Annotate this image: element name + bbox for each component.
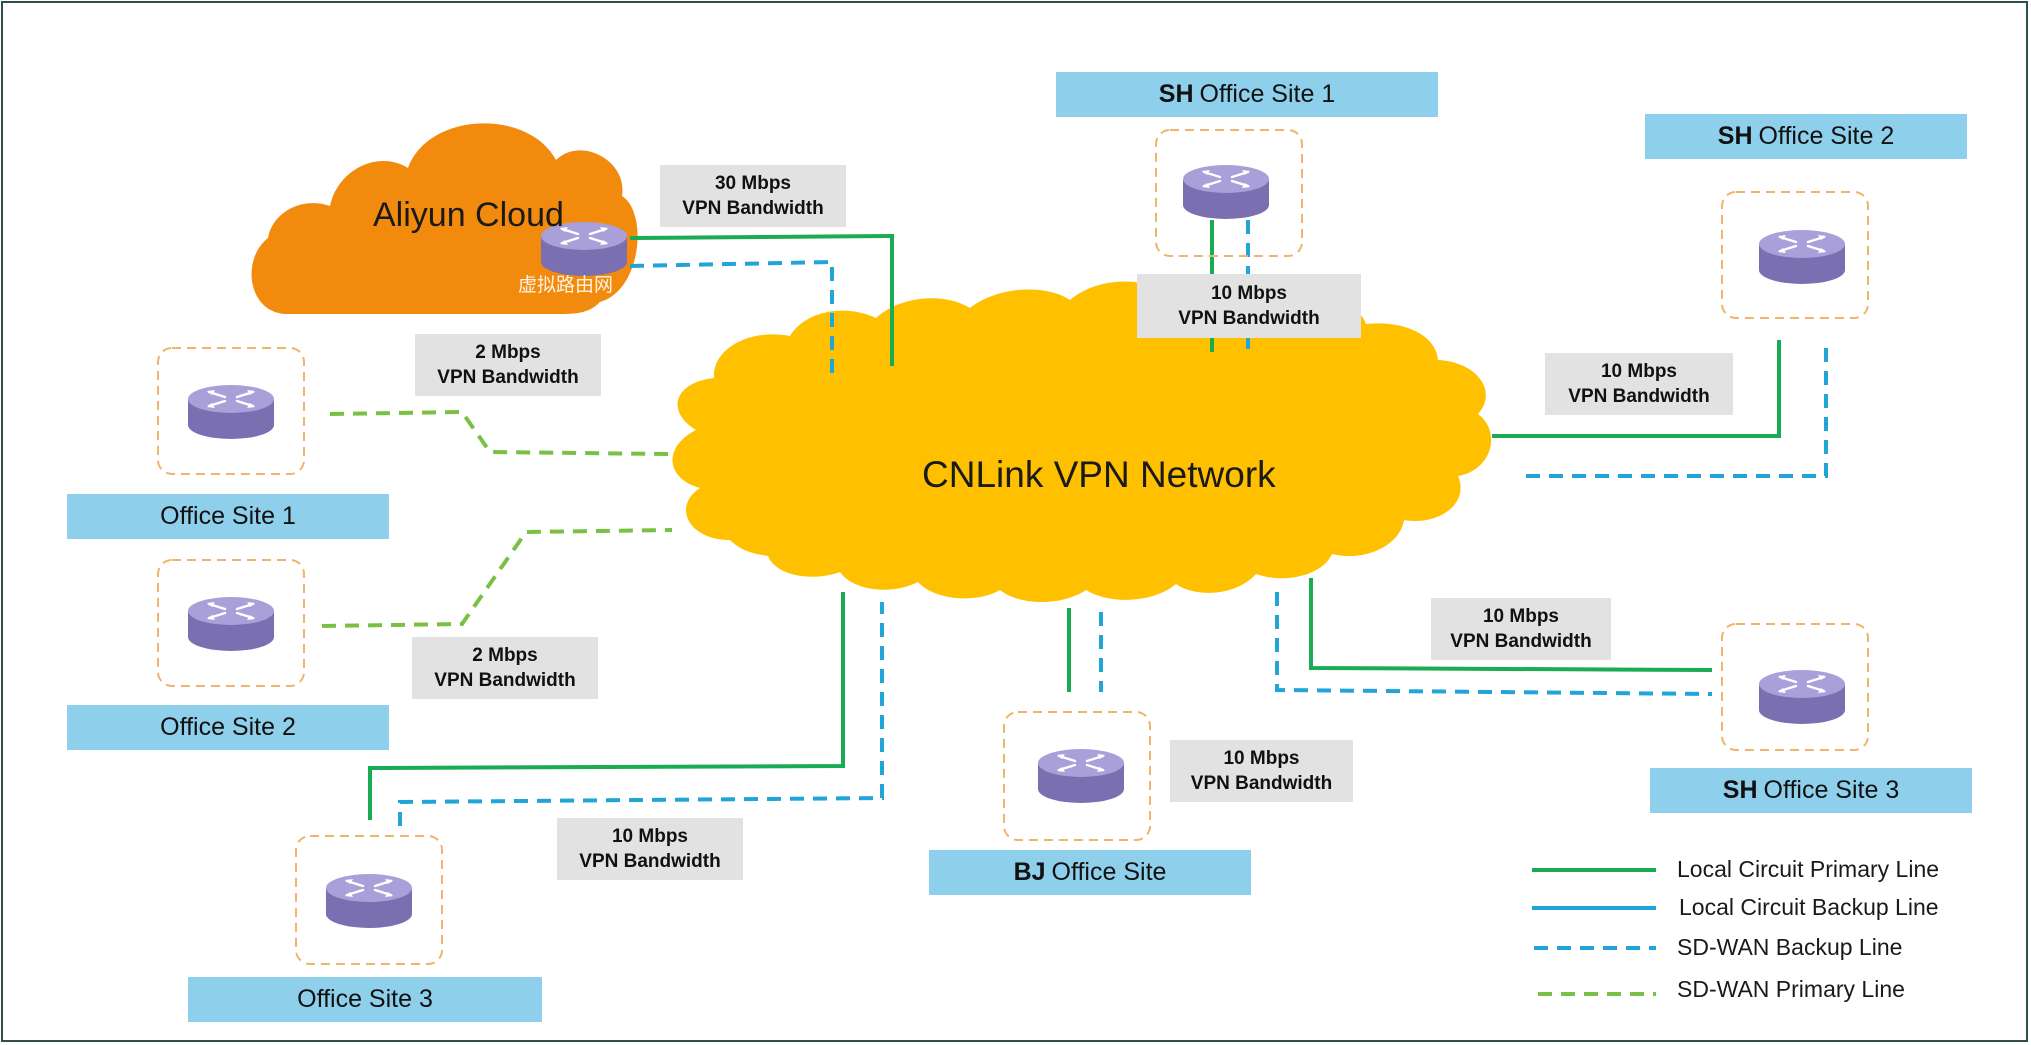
sh1-site-prefix: SH [1158,80,1194,108]
office1-bandwidth-label: 2 Mbps VPN Bandwidth [415,334,601,396]
aliyun-bandwidth-label: 30 Mbps VPN Bandwidth [660,165,846,227]
office1-router-icon [186,383,276,441]
office3-bandwidth-text: VPN Bandwidth [579,851,721,872]
sh3-site-prefix: SH [1722,776,1758,804]
aliyun-backup-line [629,259,834,376]
sh2-bandwidth-speed: 10 Mbps [1600,361,1678,382]
bj-bandwidth-text: VPN Bandwidth [1190,773,1333,794]
office3-backup-line [398,602,884,826]
sh2-site-prefix: SH [1717,122,1753,150]
office2-bandwidth-speed: 2 Mbps [472,645,538,666]
office1-bandwidth-text: VPN Bandwidth [437,367,579,388]
aliyun-bandwidth-speed: 30 Mbps [714,173,792,194]
office1-bandwidth-speed: 2 Mbps [475,342,541,363]
sh3-site-box [1721,623,1869,751]
sh3-bandwidth-text: VPN Bandwidth [1450,631,1592,652]
sh2-backup-line [1526,340,1828,478]
sh2-bandwidth-text: VPN Bandwidth [1568,386,1710,407]
sh1-bandwidth-speed: 10 Mbps [1210,283,1288,304]
sh3-site-name: Office Site 3 [1763,776,1900,804]
office2-site-label: Office Site 2 [67,705,389,750]
office2-bandwidth-text: VPN Bandwidth [434,670,576,691]
cnlink-cloud-shape [672,281,1492,602]
office2-site-box [157,559,305,687]
cnlink-cloud-title: CNLink VPN Network [922,454,1276,495]
legend-label-backup: Local Circuit Backup Line [1679,894,1939,920]
aliyun-primary-line [629,233,894,366]
sh1-bandwidth-text: VPN Bandwidth [1178,308,1320,329]
sh3-bandwidth-label: 10 Mbps VPN Bandwidth [1431,598,1611,660]
office2-bandwidth-label: 2 Mbps VPN Bandwidth [412,637,598,699]
office3-router-icon [324,872,414,930]
office1-site-label: Office Site 1 [67,494,389,539]
aliyun-cloud-title: Aliyun Cloud [373,196,564,234]
office2-router-icon [186,595,276,653]
office2-sdwan-line [321,528,673,628]
office3-site-box [295,835,443,965]
sh1-site-name: Office Site 1 [1199,80,1336,108]
bj-site-box [1003,711,1151,841]
sh3-router-icon [1757,668,1847,726]
sh2-site-name: Office Site 2 [1758,122,1895,150]
sh2-site-box [1721,191,1869,319]
office3-bandwidth-speed: 10 Mbps [611,826,689,847]
aliyun-bandwidth-text: VPN Bandwidth [682,198,824,219]
sh1-bandwidth-label: 10 Mbps VPN Bandwidth [1137,274,1361,338]
office3-bandwidth-label: 10 Mbps VPN Bandwidth [557,818,743,880]
sh3-primary-line [1309,578,1713,672]
legend-samples [1532,868,1656,996]
sh2-bandwidth-label: 10 Mbps VPN Bandwidth [1545,353,1733,415]
legend-label-sdwan-primary: SD-WAN Primary Line [1677,976,1905,1002]
office3-site-name: Office Site 3 [297,985,433,1013]
sh2-router-icon [1757,228,1847,286]
sh1-site-box [1155,129,1303,257]
connection-lines [321,220,1828,826]
bj-site-name: Office Site [1051,858,1167,886]
bj-bandwidth-speed: 10 Mbps [1223,748,1300,769]
sh3-bandwidth-speed: 10 Mbps [1482,606,1560,627]
office1-sdwan-line [329,409,671,456]
office3-site-label: Office Site 3 [188,977,542,1022]
aliyun-router-caption: 虚拟路由网 [518,274,614,296]
sh2-primary-line [1492,340,1781,438]
sh1-router-icon [1181,163,1271,221]
site-boxes [157,129,1869,965]
bj-bandwidth-label: 10 Mbps VPN Bandwidth [1170,740,1353,802]
aliyun-cloud-shape [251,123,638,315]
office2-site-name: Office Site 2 [160,713,296,741]
office1-site-name: Office Site 1 [160,502,296,530]
office1-site-box [157,347,305,475]
bj-router-icon [1036,747,1126,805]
sh3-backup-line [1275,592,1713,696]
legend-label-primary: Local Circuit Primary Line [1677,856,1940,882]
legend-label-sdwan-backup: SD-WAN Backup Line [1677,934,1903,960]
office3-primary-line [368,592,845,820]
bj-site-prefix: BJ [1013,858,1046,886]
